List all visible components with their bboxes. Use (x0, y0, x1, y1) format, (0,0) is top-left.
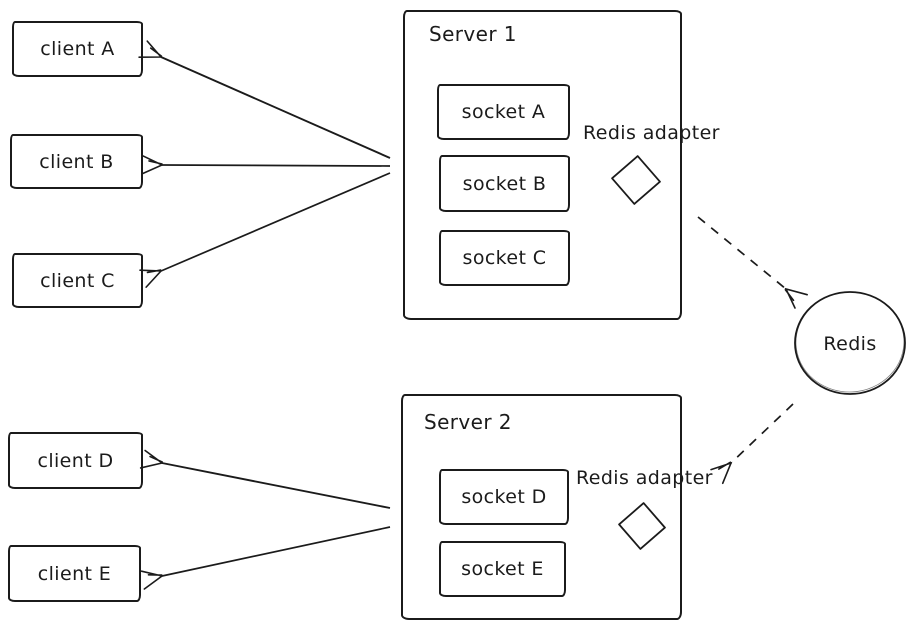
socket-d-box: socket D (439, 469, 569, 525)
client-b-box: client B (10, 134, 143, 189)
client-c-label: client C (40, 269, 115, 292)
socket-b-box: socket B (439, 155, 570, 212)
redis-node-label: Redis (823, 333, 877, 355)
client-e-box: client E (8, 545, 141, 602)
client-e-label: client E (37, 562, 112, 585)
socket-e-label: socket E (461, 558, 544, 580)
socket-a-label: socket A (461, 101, 546, 123)
socket-d-label: socket D (461, 486, 547, 508)
arrow-server2-to-client-d (139, 449, 391, 509)
arrow-server1-to-client-a (138, 40, 391, 159)
client-a-box: client A (12, 21, 143, 77)
socket-c-box: socket C (439, 230, 570, 286)
client-d-box: client D (8, 432, 143, 489)
client-a-label: client A (40, 38, 115, 60)
socket-c-label: socket C (462, 247, 547, 269)
server-2-box: Server 2 socket D socket E (401, 394, 682, 620)
arrow-server1-to-client-c (139, 172, 391, 288)
server-1-redis-adapter-label: Redis adapter (583, 122, 720, 144)
dashed-arrow-adapter1-to-redis (697, 216, 808, 309)
client-b-label: client B (39, 150, 114, 173)
socket-a-box: socket A (437, 84, 570, 140)
client-d-label: client D (37, 449, 114, 472)
arrow-server2-to-client-e (140, 526, 391, 590)
socket-b-label: socket B (462, 172, 547, 195)
socket-e-box: socket E (439, 541, 566, 597)
server-1-title: Server 1 (429, 22, 517, 46)
dashed-arrow-redis-to-adapter2 (710, 403, 794, 485)
server-1-box: Server 1 socket A socket B socket C (403, 10, 682, 320)
client-c-box: client C (12, 253, 143, 308)
arrow-server1-to-client-b (141, 155, 391, 175)
server-2-redis-adapter-label: Redis adapter (576, 467, 713, 489)
server-2-title: Server 2 (424, 410, 512, 434)
